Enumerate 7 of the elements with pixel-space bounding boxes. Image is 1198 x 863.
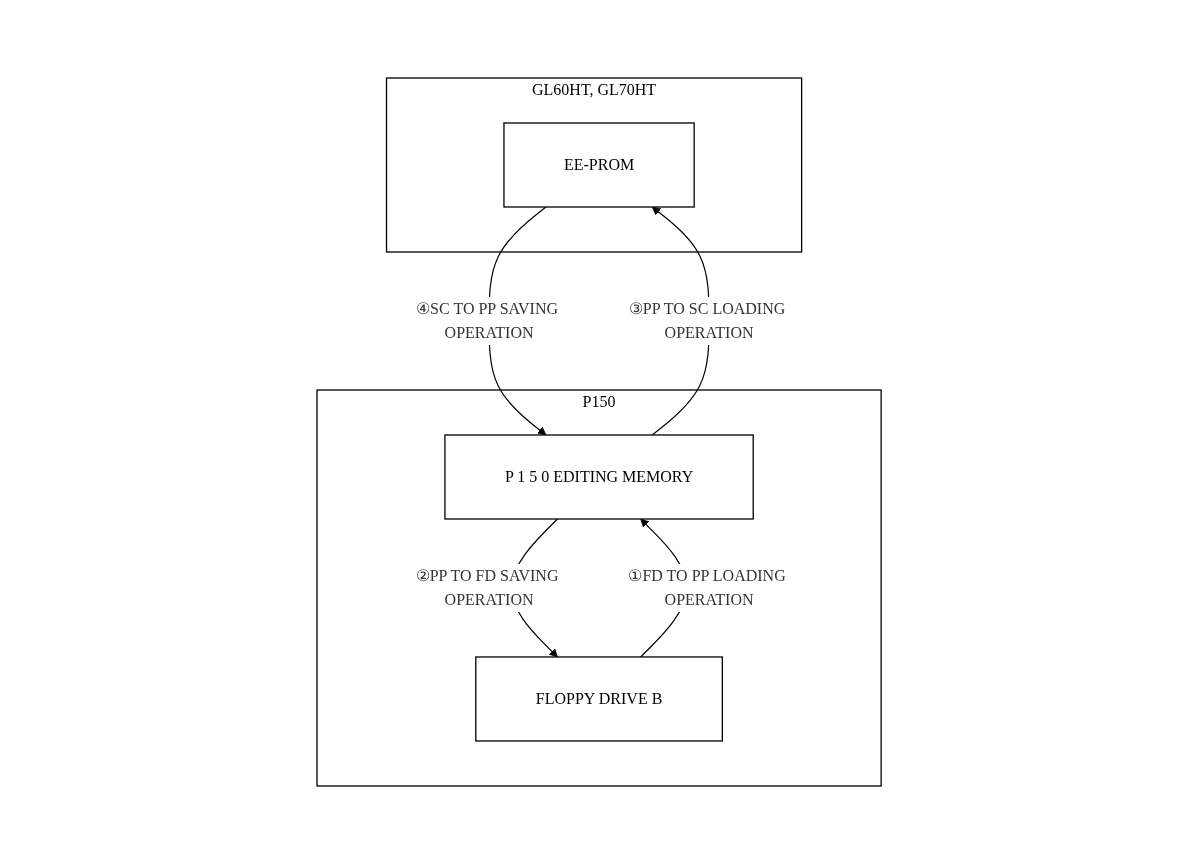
edge-label: ②PP TO FD SAVING OPERATION — [415, 566, 559, 608]
node-box: EE-PROM — [503, 121, 695, 208]
node-box: P 1 5 0 EDITING MEMORY — [444, 433, 754, 520]
edge-label: ①FD TO PP LOADING OPERATION — [628, 566, 786, 608]
node-box: FLOPPY DRIVE B — [475, 655, 723, 742]
edge-label: ④SC TO PP SAVING OPERATION — [416, 299, 558, 341]
edge-label: ③PP TO SC LOADING OPERATION — [628, 299, 786, 341]
